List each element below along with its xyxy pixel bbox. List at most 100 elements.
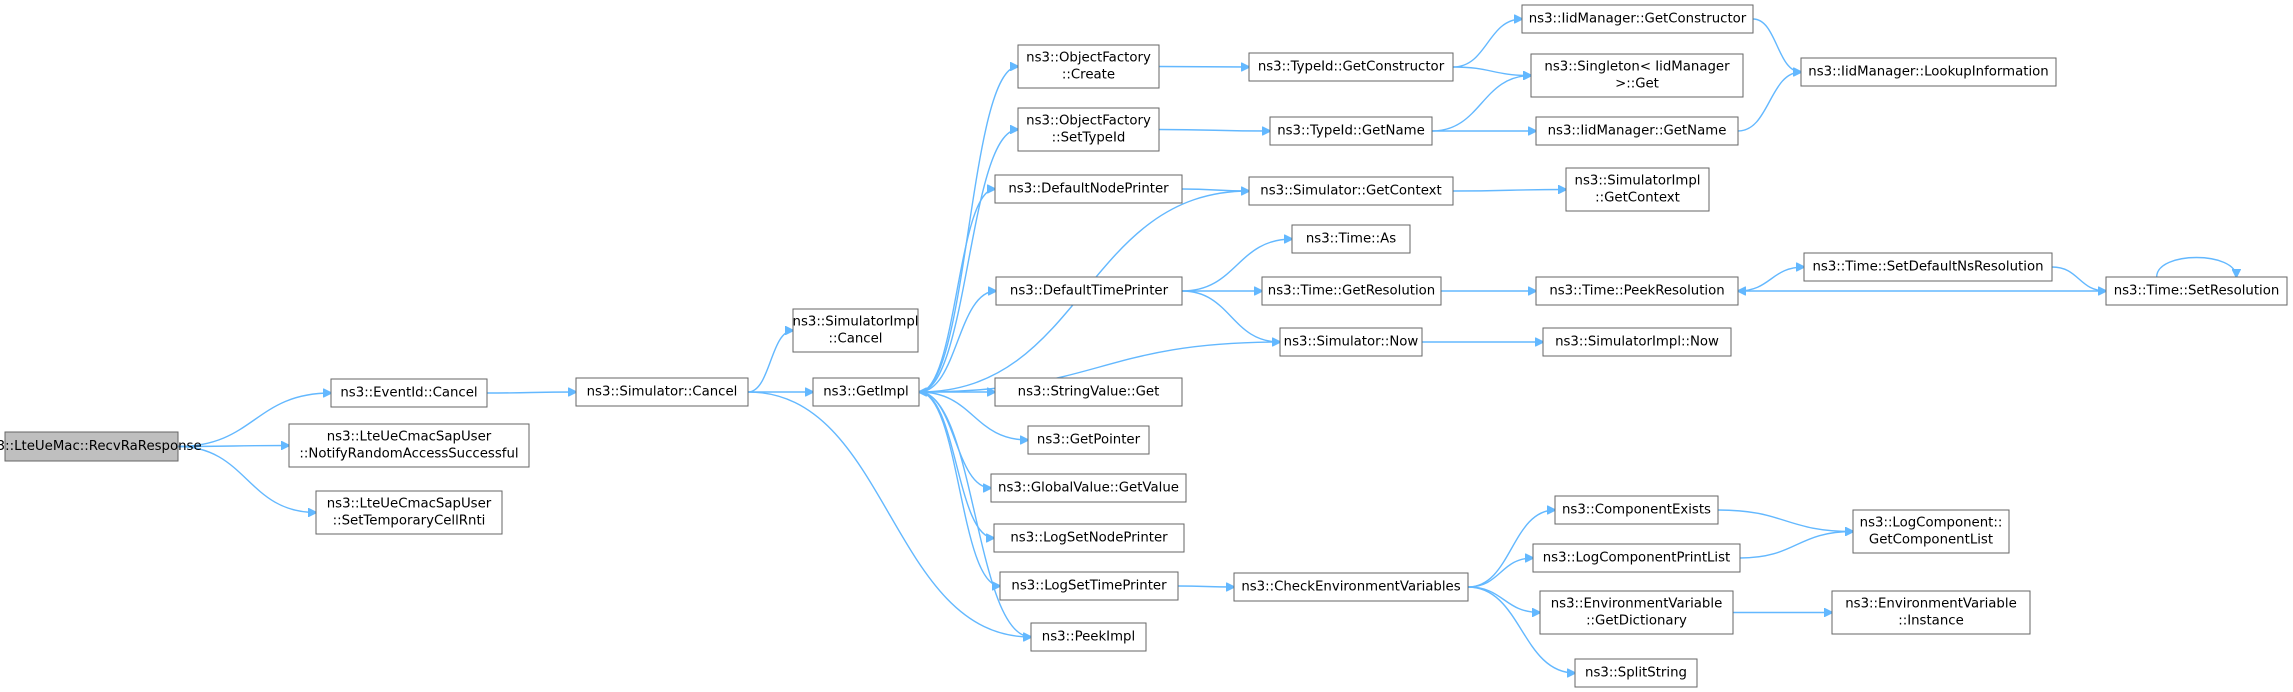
- node-label: ns3::LogComponent::: [1860, 516, 2003, 531]
- edge-compExists-to-getCompList: [1717, 509, 1853, 532]
- graph-node-simCancel[interactable]: ns3::Simulator::Cancel: [575, 377, 749, 407]
- node-label: ns3::Simulator::Cancel: [587, 385, 738, 400]
- graph-node-notifyRa[interactable]: ns3::LteUeCmacSapUser::NotifyRandomAcces…: [288, 423, 530, 468]
- edge-iidGetName-to-iidLookup: [1737, 72, 1801, 132]
- edge-ofCreate-to-tidGetCtor: [1158, 67, 1249, 68]
- node-box: [575, 377, 749, 407]
- node-box: [1248, 176, 1454, 206]
- edge-getImpl-to-defNode: [918, 189, 995, 393]
- node-box: [1233, 572, 1469, 602]
- graph-node-setTemp[interactable]: ns3::LteUeCmacSapUser::SetTemporaryCellR…: [315, 490, 503, 535]
- edge-ofSetTypeId-to-tidGetName: [1158, 130, 1270, 132]
- edge-simCancel-to-peekImpl: [747, 391, 1031, 637]
- node-label: ns3::SplitString: [1585, 666, 1687, 681]
- graph-node-timeGetRes[interactable]: ns3::Time::GetResolution: [1261, 276, 1442, 306]
- node-box: [1542, 327, 1732, 357]
- node-label: ns3::Time::As: [1306, 232, 1396, 247]
- graph-node-ofSetTypeId[interactable]: ns3::ObjectFactory::SetTypeId: [1017, 107, 1160, 152]
- node-box: [1539, 590, 1734, 635]
- graph-node-simGetCtx[interactable]: ns3::Simulator::GetContext: [1248, 176, 1454, 206]
- node-label: ns3::Time::GetResolution: [1268, 284, 1435, 299]
- graph-node-gvGet[interactable]: ns3::GlobalValue::GetValue: [990, 473, 1187, 503]
- node-label: ns3::SimulatorImpl: [1575, 174, 1701, 189]
- edge-root-to-evtCancel: [177, 393, 331, 448]
- node-label: ns3::IidManager::GetConstructor: [1529, 12, 1747, 27]
- node-label: ::SetTypeId: [1052, 131, 1126, 146]
- graph-node-iidGetName[interactable]: ns3::IidManager::GetName: [1535, 116, 1739, 146]
- edge-checkEnv-to-splitStr: [1467, 586, 1575, 673]
- node-box: [1800, 57, 2057, 87]
- graph-node-defNode[interactable]: ns3::DefaultNodePrinter: [994, 174, 1183, 204]
- graph-node-compExists[interactable]: ns3::ComponentExists: [1554, 495, 1719, 525]
- node-label: ::GetDictionary: [1586, 614, 1687, 629]
- node-label: ::NotifyRandomAccessSuccessful: [299, 447, 518, 462]
- graph-node-envGetDict[interactable]: ns3::EnvironmentVariable::GetDictionary: [1539, 590, 1734, 635]
- edge-checkEnv-to-envGetDict: [1467, 586, 1540, 613]
- edge-checkEnv-to-compExists: [1467, 510, 1555, 588]
- node-label: ::SetTemporaryCellRnti: [333, 514, 486, 529]
- node-box: [812, 377, 920, 407]
- graph-node-root[interactable]: ns3::LteUeMac::RecvRaResponse: [0, 431, 202, 462]
- graph-node-peekImpl[interactable]: ns3::PeekImpl: [1030, 622, 1147, 652]
- edge-setDefNs-to-setRes: [2051, 266, 2106, 291]
- node-box: [1279, 327, 1423, 357]
- node-box: [1521, 4, 1754, 34]
- node-label: ns3::GlobalValue::GetValue: [998, 481, 1179, 496]
- edge-tidGetCtor-to-iidGetCtor: [1452, 19, 1522, 68]
- graph-node-evtCancel[interactable]: ns3::EventId::Cancel: [330, 378, 488, 408]
- node-label: ns3::Simulator::Now: [1284, 335, 1419, 350]
- graph-node-getImpl[interactable]: ns3::GetImpl: [812, 377, 920, 407]
- graph-node-envInst[interactable]: ns3::EnvironmentVariable::Instance: [1831, 590, 2031, 635]
- graph-node-getCompList[interactable]: ns3::LogComponent::GetComponentList: [1852, 509, 2010, 554]
- node-box: [994, 174, 1183, 204]
- node-label: ns3::StringValue::Get: [1018, 385, 1160, 400]
- node-box: [1803, 252, 2053, 282]
- node-box: [1831, 590, 2031, 635]
- graph-node-setRes[interactable]: ns3::Time::SetResolution: [2105, 276, 2288, 306]
- graph-node-simImplCancel[interactable]: ns3::SimulatorImpl::Cancel: [792, 308, 919, 353]
- graph-node-iidLookup[interactable]: ns3::IidManager::LookupInformation: [1800, 57, 2057, 87]
- graph-node-tidGetCtor[interactable]: ns3::TypeId::GetConstructor: [1248, 52, 1454, 82]
- edge-iidGetCtor-to-iidLookup: [1752, 18, 1801, 72]
- edge-simNow-to-getImpl: [919, 341, 1281, 392]
- graph-node-logCompPrint[interactable]: ns3::LogComponentPrintList: [1532, 543, 1741, 573]
- graph-node-tidGetName[interactable]: ns3::TypeId::GetName: [1269, 116, 1433, 146]
- node-label: ns3::DefaultNodePrinter: [1008, 182, 1169, 197]
- node-box: [1027, 425, 1150, 455]
- graph-node-singleton[interactable]: ns3::Singleton< IidManager>::Get: [1530, 53, 1744, 98]
- graph-node-ofCreate[interactable]: ns3::ObjectFactory::Create: [1017, 44, 1160, 89]
- node-label: ns3::EventId::Cancel: [340, 386, 477, 401]
- node-label: ns3::DefaultTimePrinter: [1010, 284, 1169, 299]
- node-label: ns3::Singleton< IidManager: [1544, 60, 1730, 75]
- graph-node-splitStr[interactable]: ns3::SplitString: [1574, 658, 1698, 688]
- node-label: ns3::LteUeCmacSapUser: [327, 497, 492, 512]
- graph-node-simImplGetCtx[interactable]: ns3::SimulatorImpl::GetContext: [1565, 167, 1710, 212]
- node-box: [4, 431, 179, 462]
- graph-node-getPtr[interactable]: ns3::GetPointer: [1027, 425, 1150, 455]
- node-label: ::Instance: [1898, 614, 1964, 629]
- node-label: ns3::Time::SetResolution: [2114, 284, 2280, 299]
- edge-defTime-to-timeAs: [1181, 239, 1292, 292]
- node-label: ns3::PeekImpl: [1042, 630, 1135, 645]
- node-label: ns3::LteUeCmacSapUser: [327, 430, 492, 445]
- graph-node-logTime[interactable]: ns3::LogSetTimePrinter: [999, 571, 1179, 601]
- node-box: [1017, 44, 1160, 89]
- graph-node-peekRes[interactable]: ns3::Time::PeekResolution: [1535, 276, 1739, 306]
- graph-node-timeAs[interactable]: ns3::Time::As: [1291, 224, 1411, 254]
- graph-node-strGet[interactable]: ns3::StringValue::Get: [994, 377, 1183, 407]
- node-box: [288, 423, 530, 468]
- graph-node-iidGetCtor[interactable]: ns3::IidManager::GetConstructor: [1521, 4, 1754, 34]
- edge-root-to-notifyRa: [177, 446, 289, 447]
- node-box: [994, 377, 1183, 407]
- graph-node-simImplNow[interactable]: ns3::SimulatorImpl::Now: [1542, 327, 1732, 357]
- graph-node-simNow[interactable]: ns3::Simulator::Now: [1279, 327, 1423, 357]
- graph-node-defTime[interactable]: ns3::DefaultTimePrinter: [995, 276, 1183, 306]
- node-box: [1017, 107, 1160, 152]
- node-box: [1554, 495, 1719, 525]
- node-box: [1532, 543, 1741, 573]
- graph-node-setDefNs[interactable]: ns3::Time::SetDefaultNsResolution: [1803, 252, 2053, 282]
- node-label: ns3::GetPointer: [1037, 433, 1141, 448]
- graph-node-logNode[interactable]: ns3::LogSetNodePrinter: [993, 523, 1185, 553]
- graph-node-checkEnv[interactable]: ns3::CheckEnvironmentVariables: [1233, 572, 1469, 602]
